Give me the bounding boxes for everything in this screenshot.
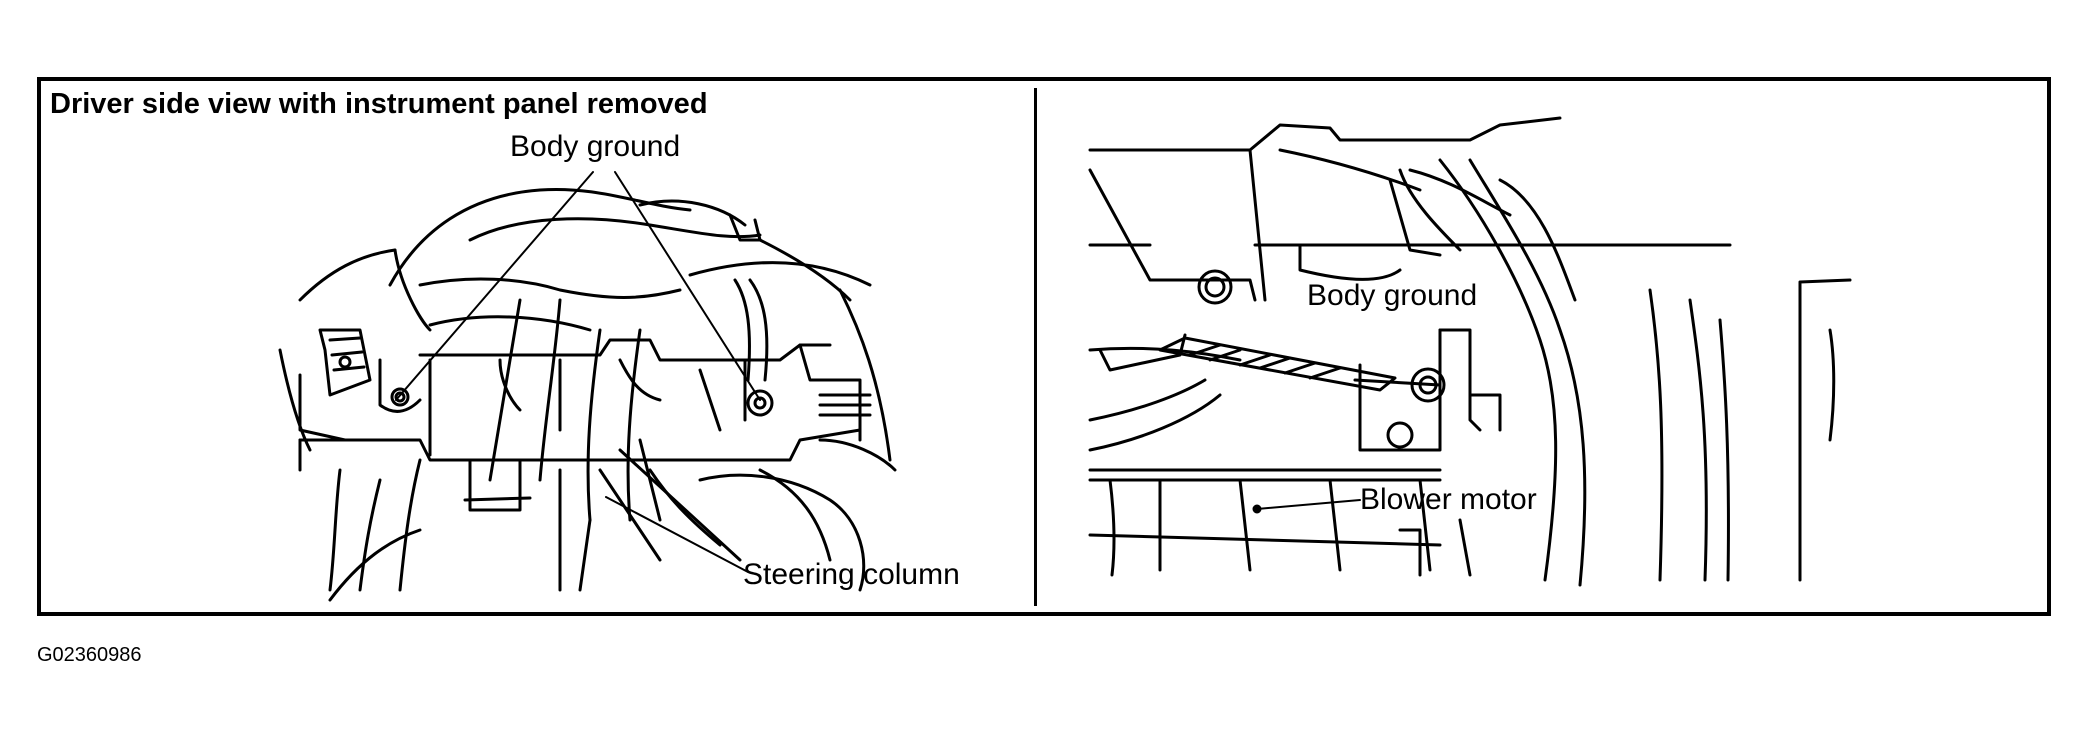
label-body-ground-right: Body ground: [1307, 279, 1478, 312]
diagram-frame: [37, 77, 2051, 616]
left-panel-title: Driver side view with instrument panel r…: [50, 88, 708, 120]
figure-id: G02360986: [37, 644, 142, 666]
label-steering-column: Steering column: [743, 558, 960, 591]
panel-divider: [1034, 88, 1037, 606]
label-blower-motor: Blower motor: [1360, 483, 1537, 516]
label-body-ground-left: Body ground: [510, 130, 681, 163]
